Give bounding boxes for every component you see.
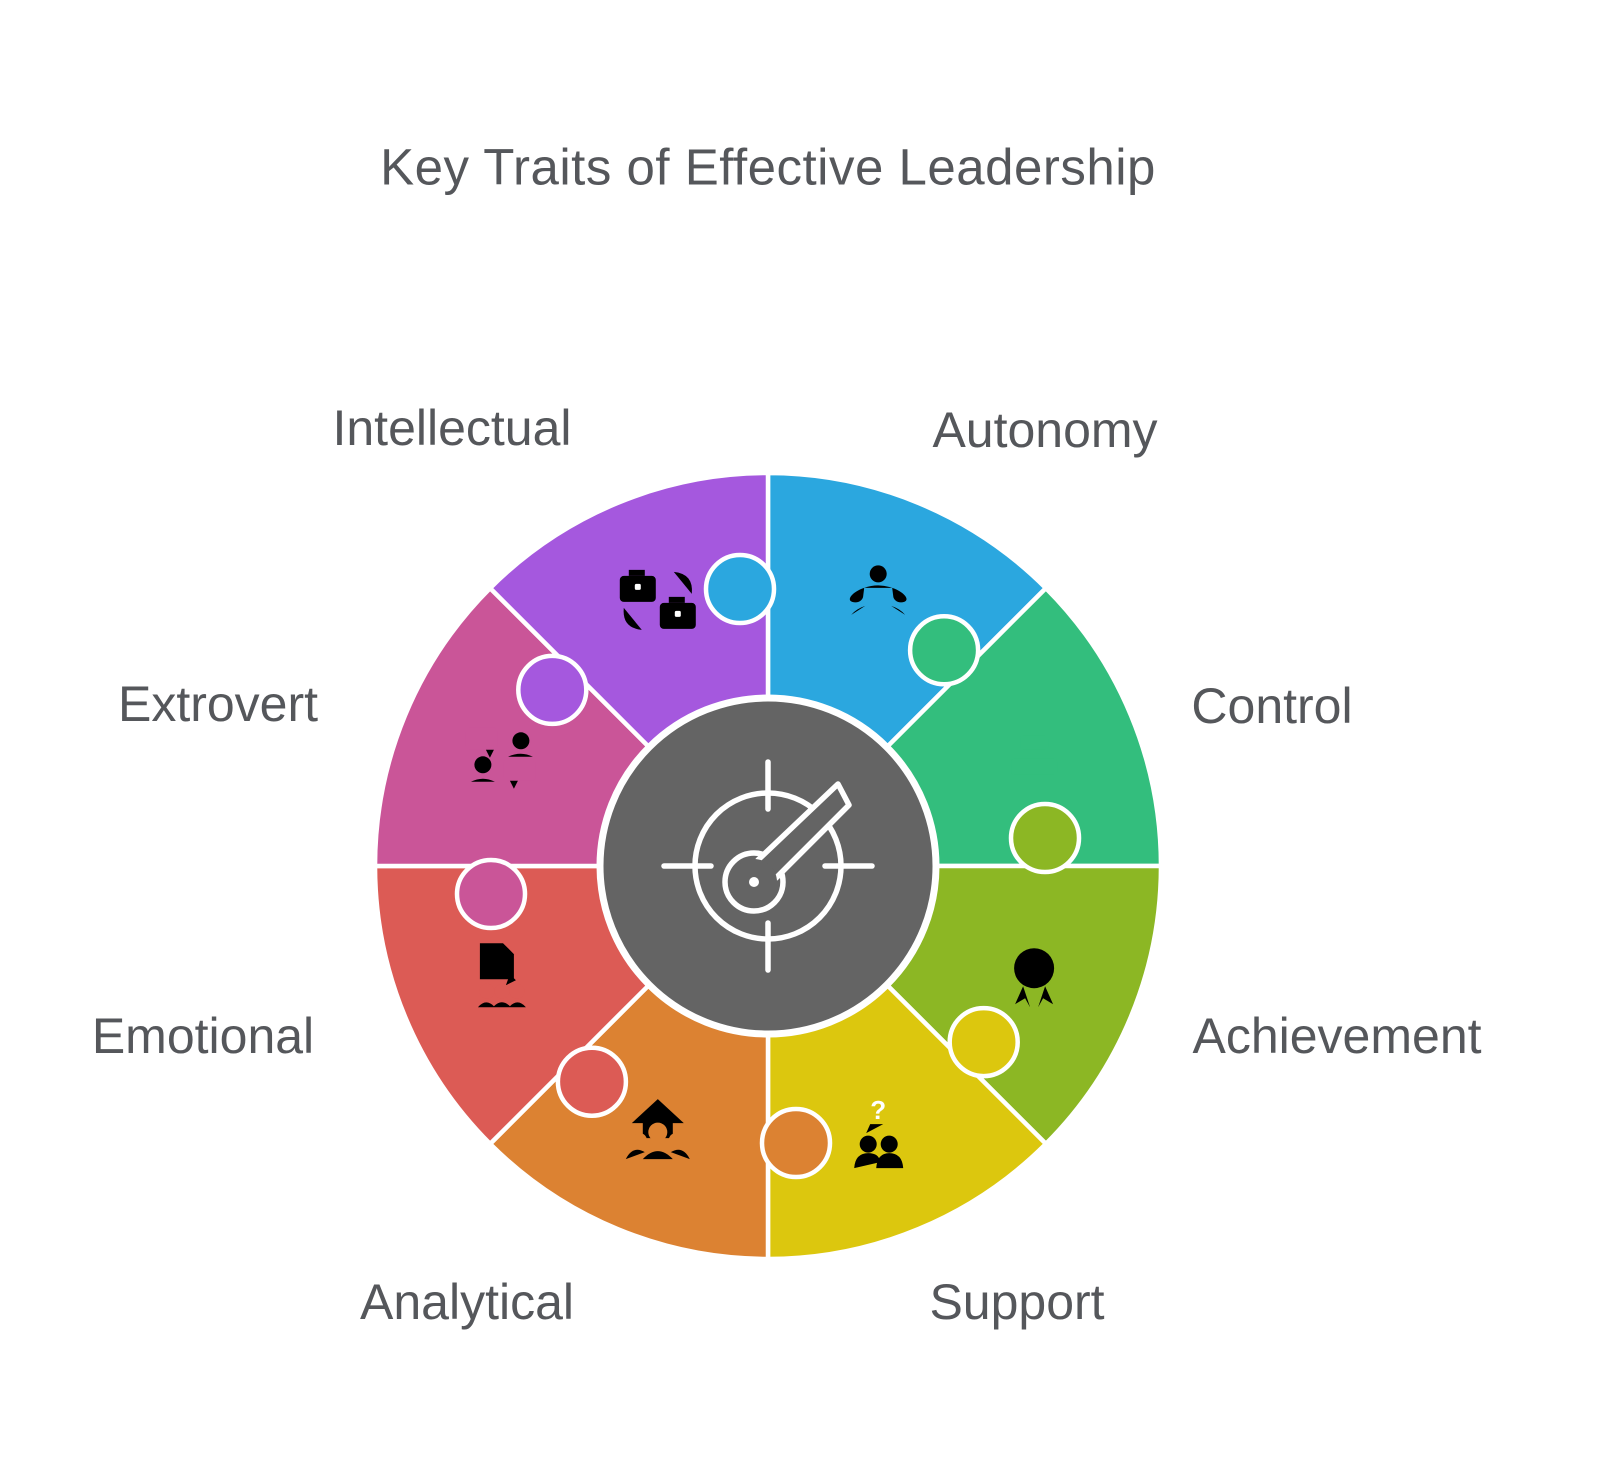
- growth-people-icon: [625, 1099, 690, 1160]
- puzzle-knob-analytical: [759, 1106, 833, 1180]
- segment-label-achievement: Achievement: [1192, 1008, 1482, 1064]
- medal-check-icon: [1014, 948, 1055, 1008]
- survey-checklist-icon: [477, 943, 532, 1008]
- segment-label-intellectual: Intellectual: [332, 400, 572, 456]
- puzzle-knob-autonomy: [703, 552, 777, 626]
- segment-label-emotional: Emotional: [91, 1008, 315, 1064]
- puzzle-knob-emotional: [555, 1045, 629, 1118]
- puzzle-knob-achievement: [1008, 801, 1082, 875]
- segment-label-extrovert: Extrovert: [117, 676, 319, 732]
- puzzle-knob-extrovert: [454, 857, 528, 931]
- puzzle-knob-intellectual: [516, 653, 589, 727]
- question-people-icon: ?: [854, 1095, 904, 1169]
- puzzle-knob-support: [947, 1005, 1020, 1079]
- svg-text:?: ?: [870, 1095, 886, 1125]
- segment-icons: ?: [465, 564, 1058, 1169]
- segment-label-control: Control: [1191, 678, 1353, 734]
- segment-label-analytical: Analytical: [360, 1274, 574, 1330]
- puzzle-knob-control: [907, 614, 981, 687]
- segment-label-support: Support: [929, 1274, 1105, 1330]
- segment-label-autonomy: Autonomy: [932, 402, 1158, 458]
- page-title: Key Traits of Effective Leadership: [380, 138, 1156, 196]
- meditation-icon: [845, 565, 907, 625]
- compass-gauge-icon: [661, 759, 875, 973]
- briefcase-swap-icon: [619, 564, 696, 637]
- align-center-icon: [1011, 735, 1058, 775]
- puzzle-knobs: [454, 552, 1082, 1180]
- center-hub: [596, 694, 940, 1038]
- conversation-icon: [465, 727, 536, 789]
